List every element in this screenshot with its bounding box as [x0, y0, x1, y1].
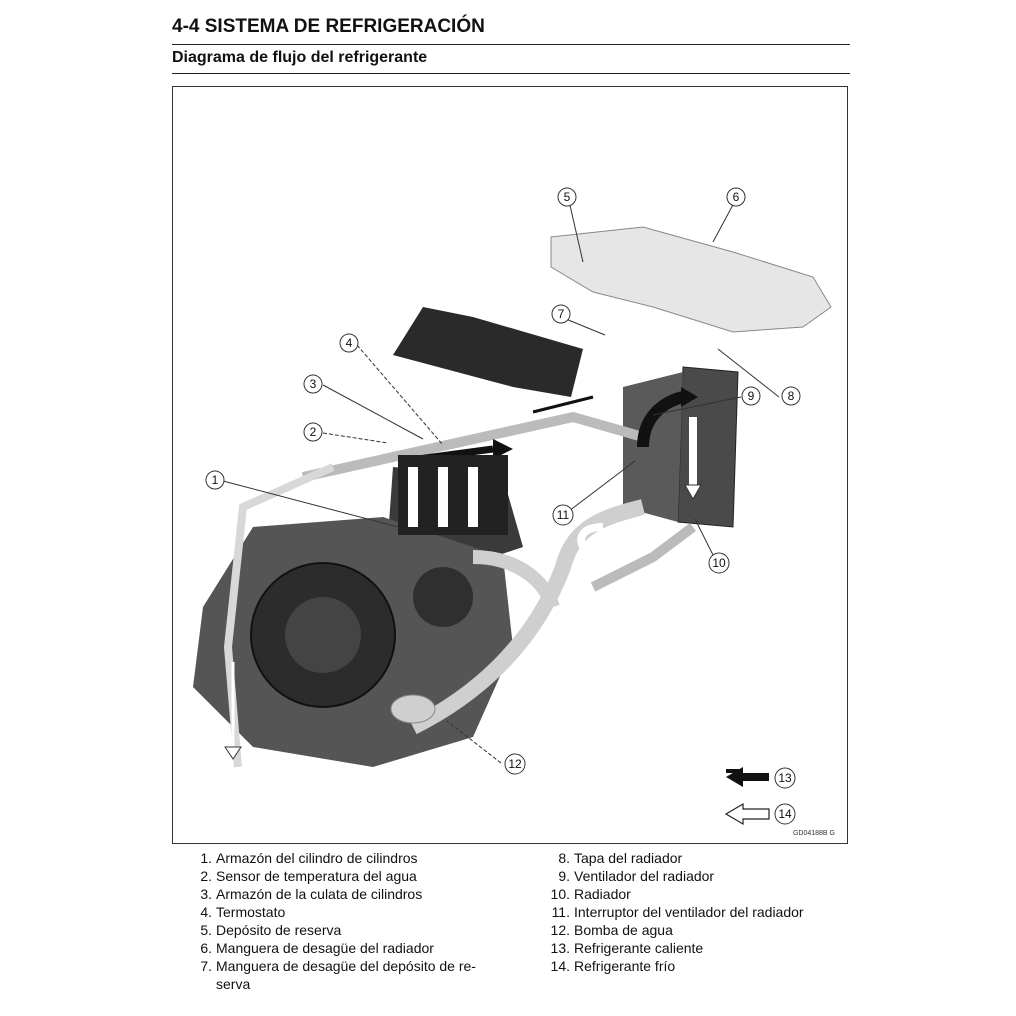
cylinder-head-shape: [393, 307, 583, 397]
reserve-tank-shape: [550, 226, 832, 333]
legend-item: 5.Depósito de reserva: [200, 922, 342, 938]
cold-flow-arrow: [408, 467, 478, 527]
figure-code: GD04188B G: [792, 830, 835, 837]
hot-flow-arrow: [637, 391, 685, 448]
svg-text:5: 5: [564, 190, 571, 204]
callout-5: 5: [557, 187, 577, 207]
cold-flow-arrowhead: [684, 484, 702, 501]
callout-13: 13: [774, 767, 796, 789]
subtitle-rule: [172, 73, 850, 74]
callout-14: 14: [774, 803, 796, 825]
cold-flow-arrow: [577, 523, 604, 549]
legend-column-right: 8.Tapa del radiador 9.Ventilador del rad…: [548, 849, 804, 975]
coolant-flow-diagram: 1 2 3 4 5 6 7 8 9 10 11 12 13 14 GD04188…: [172, 86, 848, 844]
legend-item-continuation: serva: [216, 976, 251, 992]
legend-item: 13.Refrigerante caliente: [550, 940, 704, 956]
frame-tube-lower-shape: [590, 523, 696, 592]
hot-flow-arrowhead: [681, 387, 698, 407]
legend-item: 1.Armazón del cilindro de cilindros: [200, 850, 418, 866]
svg-text:6: 6: [733, 190, 740, 204]
hot-flow-arrow: [532, 395, 594, 414]
callout-6: 6: [726, 187, 746, 207]
callout-1: 1: [205, 470, 225, 490]
cold-flow-arrowhead: [224, 746, 242, 760]
svg-text:14: 14: [778, 807, 792, 821]
legend-item: 10.Radiador: [550, 886, 631, 902]
callout-3: 3: [303, 374, 323, 394]
callout-11: 11: [552, 504, 574, 526]
svg-text:1: 1: [212, 473, 219, 487]
section-title: 4-4 SISTEMA DE REFRIGERACIÓN: [172, 16, 485, 37]
hot-flow-arrowhead: [493, 439, 513, 459]
svg-text:2: 2: [310, 425, 317, 439]
page-subtitle: Diagrama de flujo del refrigerante: [172, 49, 428, 66]
legend-item: 3.Armazón de la culata de cilindros: [200, 886, 423, 902]
cold-coolant-key-arrow: [724, 802, 770, 826]
engine-illustration: 1 2 3 4 5 6 7 8 9 10 11 12 13 14: [193, 187, 832, 826]
svg-text:8: 8: [788, 389, 795, 403]
callout-4: 4: [339, 333, 359, 353]
svg-text:4: 4: [346, 336, 353, 350]
legend-item: 12.Bomba de agua: [550, 922, 673, 938]
callout-9: 9: [741, 386, 761, 406]
legend-item: 11.Interruptor del ventilador del radiad…: [551, 904, 804, 920]
svg-text:3: 3: [310, 377, 317, 391]
callout-10: 10: [708, 552, 730, 574]
hot-coolant-key-arrow: [726, 767, 769, 787]
water-pump-hose-shape: [472, 550, 560, 610]
svg-text:7: 7: [558, 307, 565, 321]
oil-filter-shape: [413, 567, 473, 627]
frame-tube-shape: [301, 411, 645, 482]
legend-item: 6.Manguera de desagüe del radiador: [200, 940, 434, 956]
clutch-hub-shape: [285, 597, 361, 673]
svg-text:13: 13: [778, 771, 792, 785]
legend-item: 7.Manguera de desagüe del depósito de re…: [200, 958, 476, 974]
water-pump-shape: [390, 694, 436, 724]
legend-item: 8.Tapa del radiador: [558, 850, 683, 866]
callout-12: 12: [504, 753, 526, 775]
callout-2: 2: [303, 422, 323, 442]
legend-item: 2.Sensor de temperatura del agua: [200, 868, 417, 884]
radiator-return-hose-shape: [409, 499, 645, 735]
callout-8: 8: [781, 386, 801, 406]
svg-text:9: 9: [748, 389, 755, 403]
callout-7: 7: [551, 304, 571, 324]
svg-text:12: 12: [508, 757, 522, 771]
legend-item: 9.Ventilador del radiador: [558, 868, 715, 884]
callout-markers: 1 2 3 4 5 6 7 8 9 10 11 12 13 14: [205, 187, 801, 825]
leader-lines: [222, 200, 780, 764]
legend-column-left: 1.Armazón del cilindro de cilindros 2.Se…: [196, 849, 476, 993]
legend-item: 4.Termostato: [200, 904, 286, 920]
svg-text:10: 10: [712, 556, 726, 570]
svg-text:11: 11: [557, 508, 570, 522]
title-rule: [172, 44, 850, 45]
legend-item: 14.Refrigerante frío: [550, 958, 676, 974]
